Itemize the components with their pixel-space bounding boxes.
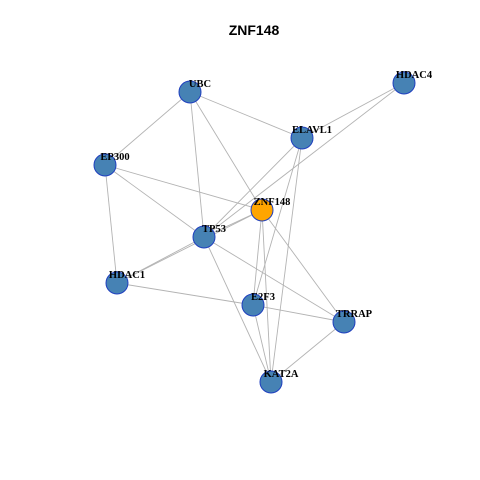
edge-ep300-znf148 [104,164,263,211]
node-label-kat2a: KAT2A [264,369,299,380]
edge-elavl1-e2f3 [252,137,303,306]
node-layer [93,71,416,394]
graph-title: ZNF148 [229,22,280,38]
node-label-trrap: TRRAP [336,309,373,320]
edge-znf148-hdac1 [116,209,263,284]
node-label-elavl1: ELAVL1 [292,125,332,136]
edge-ubc-elavl1 [189,91,303,139]
node-hdac1 [105,271,129,295]
edge-hdac1-e2f3 [116,282,254,306]
edge-elavl1-tp53 [203,137,303,238]
edge-trrap-kat2a [270,321,345,383]
edge-tp53-kat2a [203,236,272,383]
edge-elavl1-kat2a [270,137,303,383]
edge-ubc-tp53 [189,91,205,238]
node-ep300 [93,153,117,177]
node-trrap [332,310,356,334]
edge-tp53-trrap [203,236,345,323]
node-hdac4 [392,71,416,95]
edge-e2f3-kat2a [252,304,272,383]
edge-hdac4-tp53 [203,82,405,238]
node-label-ep300: EP300 [100,152,129,163]
node-label-znf148: ZNF148 [254,197,291,208]
node-znf148 [250,198,274,222]
edge-znf148-trrap [261,209,345,323]
edge-layer [104,82,405,383]
node-ubc [178,80,202,104]
edge-e2f3-trrap [252,304,345,323]
edge-znf148-kat2a [261,209,272,383]
node-kat2a [259,370,283,394]
edge-tp53-hdac1 [116,236,205,284]
node-elavl1 [290,126,314,150]
edge-hdac4-elavl1 [301,82,405,139]
node-e2f3 [241,293,265,317]
label-layer: ZNF148 UBC HDAC4ELAVL1EP300TP53HDAC1E2F3TR… [100,70,432,380]
node-label-hdac1: HDAC1 [109,270,145,281]
edge-ep300-tp53 [104,164,205,238]
node-label-ubc: UBC [189,79,211,90]
edge-ep300-hdac1 [104,164,118,284]
node-tp53 [192,225,216,249]
edge-znf148-e2f3 [252,209,263,306]
node-label-tp53: TP53 [202,224,226,235]
node-label-e2f3: E2F3 [251,292,275,303]
edge-ubc-ep300 [104,91,191,166]
node-label-hdac4: HDAC4 [396,70,433,81]
